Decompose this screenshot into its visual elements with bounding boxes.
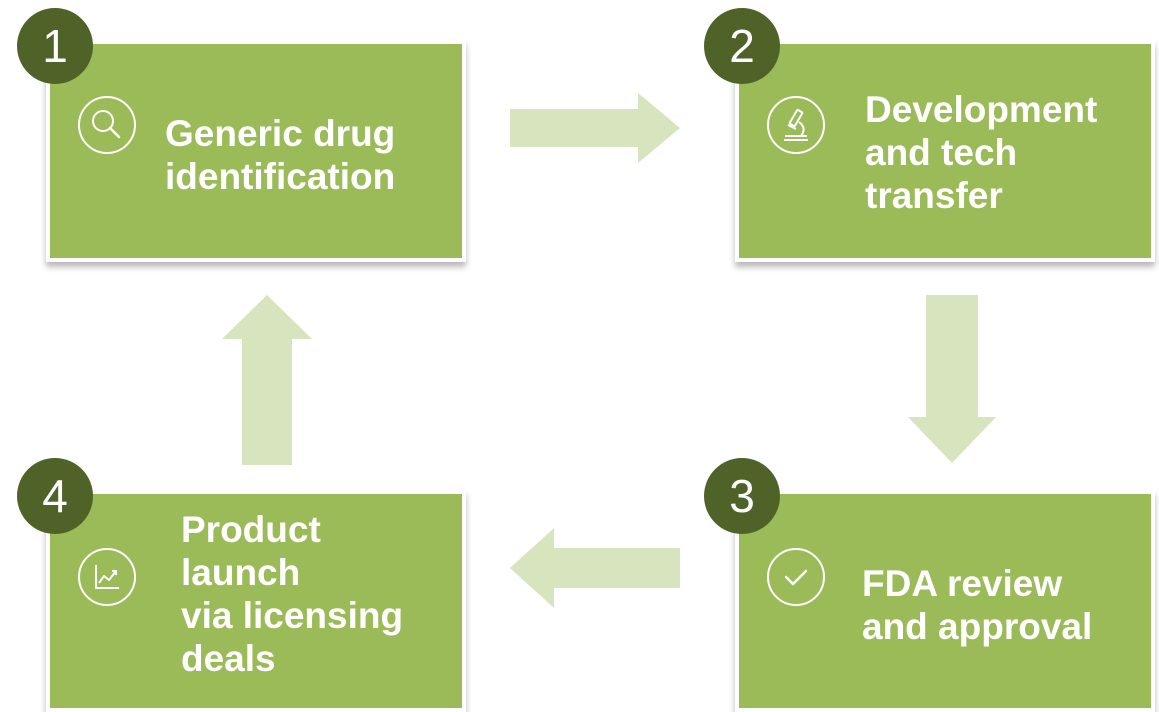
step-card-2: Development and tech transfer [735, 40, 1155, 262]
microscope-icon [767, 96, 825, 154]
step-label-1: Generic drug identification [165, 113, 396, 197]
step-number-badge-4: 4 [17, 458, 93, 534]
step-number-badge-2: 2 [704, 8, 780, 84]
arrow-left [510, 528, 680, 608]
step-label-2: Development and tech transfer [865, 89, 1098, 216]
arrow-up [222, 295, 312, 465]
trend-chart-icon [78, 548, 136, 606]
step-number-badge-1: 1 [17, 8, 93, 84]
arrow-down [908, 295, 996, 463]
step-card-1: Generic drug identification [46, 40, 466, 262]
checkmark-icon [767, 548, 825, 606]
step-number-badge-3: 3 [704, 458, 780, 534]
magnifier-icon [78, 96, 136, 154]
step-card-4: Product launch via licensing deals [46, 490, 466, 712]
step-card-3: FDA review and approval [735, 490, 1155, 712]
step-label-4: Product launch via licensing deals [181, 509, 404, 679]
arrow-right [510, 93, 680, 163]
step-label-3: FDA review and approval [862, 563, 1093, 647]
